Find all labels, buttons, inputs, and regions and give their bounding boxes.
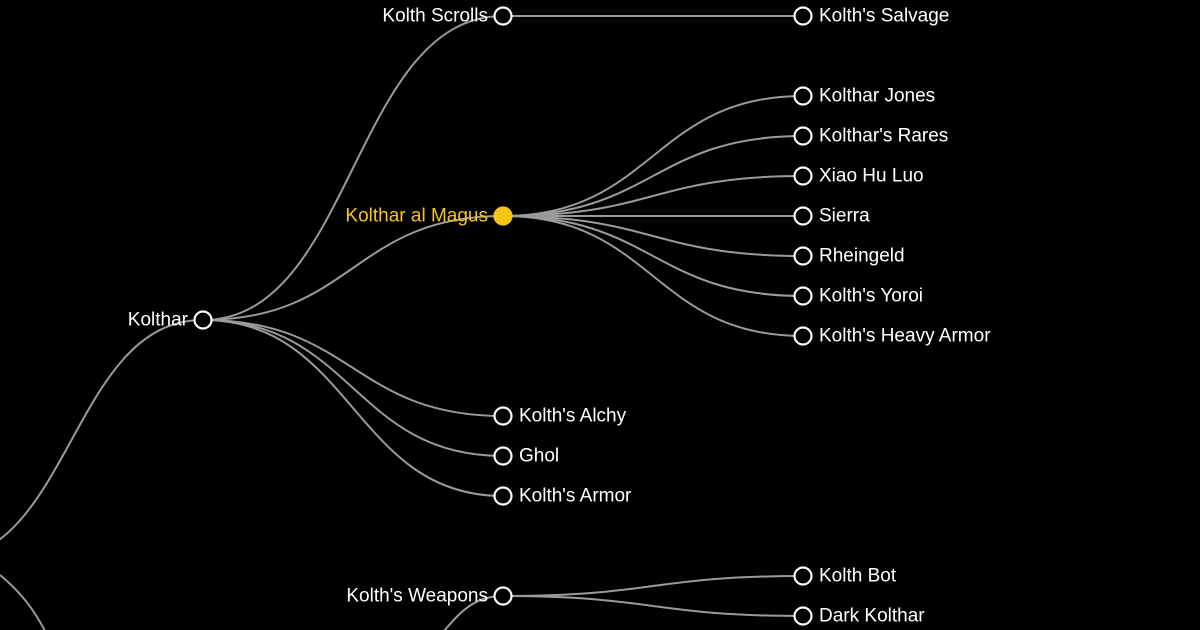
tree-link-kolths-weapons <box>443 595 504 630</box>
tree-link-kolths-yoroi <box>502 215 804 297</box>
tree-link-ghol <box>202 319 504 457</box>
node-label[interactable]: Kolthar al Magus <box>345 206 488 227</box>
node-circle-icon[interactable] <box>793 326 813 346</box>
tree-links <box>0 14 804 630</box>
node-circle-icon[interactable] <box>793 606 813 626</box>
node-label[interactable]: Kolth's Alchy <box>519 406 627 427</box>
tree-link-kolthars-rares <box>502 135 804 217</box>
tree-node-kolthar-al-magus[interactable]: Kolthar al Magus <box>345 206 513 227</box>
tree-link-kolths-alchy <box>202 319 504 417</box>
node-circle-icon[interactable] <box>793 246 813 266</box>
tree-link-dark-kolthar <box>502 595 804 617</box>
node-circle-icon[interactable] <box>493 206 513 226</box>
tree-node-kolths-alchy[interactable]: Kolth's Alchy <box>493 406 627 427</box>
tree-node-kolthar[interactable]: Kolthar <box>128 310 213 331</box>
tree-node-sierra[interactable]: Sierra <box>793 206 871 227</box>
node-circle-icon[interactable] <box>793 286 813 306</box>
tree-node-kolthars-rares[interactable]: Kolthar's Rares <box>793 126 949 147</box>
tree-link-kolth-bot <box>502 575 804 597</box>
node-label[interactable]: Kolthar's Rares <box>819 126 948 147</box>
node-circle-icon[interactable] <box>793 6 813 26</box>
node-circle-icon[interactable] <box>493 406 513 426</box>
tree-node-kolth-scrolls[interactable]: Kolth Scrolls <box>382 6 513 27</box>
tree-node-ghol[interactable]: Ghol <box>493 446 560 467</box>
tree-node-kolths-heavy-armor[interactable]: Kolth's Heavy Armor <box>793 326 992 347</box>
tree-node-kolths-armor[interactable]: Kolth's Armor <box>493 486 633 507</box>
node-label[interactable]: Ghol <box>519 446 559 467</box>
node-label[interactable]: Kolth's Salvage <box>819 6 949 27</box>
node-label[interactable]: Kolth Scrolls <box>382 6 488 27</box>
node-circle-icon[interactable] <box>793 86 813 106</box>
node-label[interactable]: Kolth Bot <box>819 566 897 587</box>
node-circle-icon[interactable] <box>793 166 813 186</box>
tree-node-kolthar-jones[interactable]: Kolthar Jones <box>793 86 936 107</box>
tree-nodes: Kolthar Kolth Scrolls Kolth's SalvageKolth… <box>128 6 991 627</box>
tree-node-kolths-salvage[interactable]: Kolth's Salvage <box>793 6 950 27</box>
node-label[interactable]: Kolthar <box>128 310 189 331</box>
tree-link-kolths-heavy-armor <box>502 215 804 337</box>
tree-link-kolths-armor <box>202 319 504 497</box>
tree-link-kolth-scrolls <box>202 15 504 321</box>
node-label[interactable]: Kolth's Weapons <box>346 586 488 607</box>
tree-node-rheingeld[interactable]: Rheingeld <box>793 246 905 267</box>
tree-link-xiao-hu-luo <box>502 175 804 217</box>
node-circle-icon[interactable] <box>493 446 513 466</box>
tree-link-rheingeld <box>502 215 804 257</box>
tree-node-kolths-weapons[interactable]: Kolth's Weapons <box>346 586 513 607</box>
node-label[interactable]: Rheingeld <box>819 246 905 267</box>
tree-link-kolthar-al-magus <box>202 215 504 321</box>
node-circle-icon[interactable] <box>493 6 513 26</box>
node-label[interactable]: Kolth's Heavy Armor <box>819 326 991 347</box>
tree-node-xiao-hu-luo[interactable]: Xiao Hu Luo <box>793 166 924 187</box>
tree-node-kolth-bot[interactable]: Kolth Bot <box>793 566 897 587</box>
node-circle-icon[interactable] <box>493 486 513 506</box>
tree-node-kolths-yoroi[interactable]: Kolth's Yoroi <box>793 286 923 307</box>
node-circle-icon[interactable] <box>493 586 513 606</box>
tree-link-kolthar-jones <box>502 95 804 217</box>
tree-link-offscreen <box>0 574 46 630</box>
node-circle-icon[interactable] <box>793 206 813 226</box>
tree-node-dark-kolthar[interactable]: Dark Kolthar <box>793 606 926 627</box>
node-label[interactable]: Kolth's Armor <box>519 486 632 507</box>
node-circle-icon[interactable] <box>793 566 813 586</box>
node-label[interactable]: Xiao Hu Luo <box>819 166 924 187</box>
node-circle-icon[interactable] <box>793 126 813 146</box>
node-label[interactable]: Kolthar Jones <box>819 86 935 107</box>
node-circle-icon[interactable] <box>193 310 213 330</box>
node-label[interactable]: Dark Kolthar <box>819 606 925 627</box>
node-label[interactable]: Kolth's Yoroi <box>819 286 923 307</box>
tree-link-kolthar <box>0 319 204 541</box>
node-label[interactable]: Sierra <box>819 206 870 227</box>
